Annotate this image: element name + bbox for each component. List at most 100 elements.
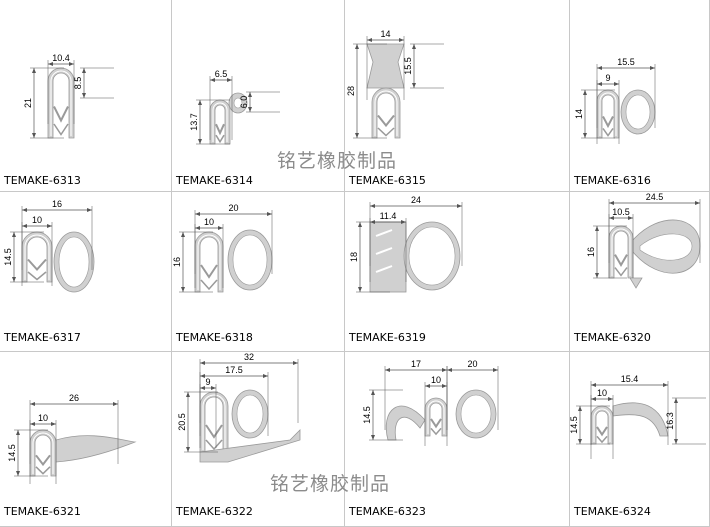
seal-profile [590,405,614,445]
dim-bulb-height-label: 6.0 [239,96,249,109]
dim-height: 16 [172,231,213,293]
dim-height: 14.5 [3,231,44,283]
dim-height-label: 28 [346,86,356,96]
dim-clip-width-label: 10 [38,413,48,423]
product-code: TEMAKE-6315 [349,174,426,187]
dim-width: 32 [199,352,299,423]
dim-width-label: 15.5 [617,57,635,67]
seal-bulb [228,92,248,114]
dim-clip-width: 10 [590,388,614,459]
seal-drawing: 24.510.516 [586,192,701,289]
dim-clip-width: 10 [21,215,53,286]
seal-drawing: 26 10 14.5 [7,393,137,484]
dim-height-label: 16 [586,247,596,257]
seal-bulb [620,89,656,135]
dim-width-right-label: 20 [467,359,477,369]
seal-drawing: 10.4 8.5 21 [23,53,114,139]
seal-drawing: 6.5 13.7 6.0 [189,69,280,145]
dim-bulb-height: 6.0 [239,91,280,113]
product-code: TEMAKE-6323 [349,505,426,518]
dim-width-label: 15.4 [621,374,639,384]
dim-height-label: 14.5 [7,444,17,462]
product-code: TEMAKE-6319 [349,331,426,344]
dim-clip-width: 10 [194,217,224,288]
product-code: TEMAKE-6320 [574,331,651,344]
dim-height-label: 14.5 [3,248,13,266]
seal-profile [424,397,448,437]
dim-height: 16 [586,225,627,279]
dim-height-label: 21 [23,98,33,108]
dim-bulb-height-label: 8.5 [73,77,83,90]
product-code: TEMAKE-6313 [4,174,81,187]
seal-lip [612,402,669,437]
dim-clip-width: 10 [29,413,57,484]
seal-clip-fins [369,221,407,293]
dim-clip-width: 10.5 [608,207,634,278]
seal-profile [199,391,229,453]
dim-clip-width-label: 11.4 [380,211,397,221]
dim-width: 10.4 [47,53,75,124]
dim-height: 20.5 [177,391,218,453]
watermark-top: 铭艺橡胶制品 [277,150,398,172]
seal-drawing: 24 11.4 18 [349,195,463,293]
dim-bulb-width-label: 17.5 [225,365,243,375]
dim-width-right: 20 [446,359,499,430]
product-code: TEMAKE-6316 [574,174,651,187]
dim-width-label: 16 [52,199,62,209]
seal-lip [55,435,137,463]
seal-profile [371,87,401,139]
seal-bulb [455,389,497,439]
dim-width-label: 20 [228,203,238,213]
dim-width-label: 26 [69,393,79,403]
dim-width: 16 [21,199,93,270]
dim-width-label: 24 [411,195,421,205]
dim-clip-width-label: 10 [597,388,607,398]
dim-clip-width-label: 10 [32,215,42,225]
seal-drawing: 16 10 14.5 [3,199,95,293]
dim-height: 14.5 [7,429,48,477]
dim-height-label: 18 [349,252,359,262]
dim-height-label: 14.5 [362,406,372,424]
seal-profile [194,231,224,293]
dim-width-label: 10.4 [52,53,70,63]
seal-profile [21,231,53,283]
seal-bulb [629,219,701,289]
dim-height: 14 [574,89,615,139]
product-code: TEMAKE-6314 [176,174,253,187]
dim-width-label: 6.5 [215,69,228,79]
dim-clip-width-label: 9 [205,377,210,387]
seal-drawing: 17 10 20 14.5 [362,359,499,446]
dim-height: 14.5 [570,405,610,445]
dim-clip-width-label: 10 [204,217,214,227]
dim-width-left-label: 17 [411,359,421,369]
product-code: TEMAKE-6322 [176,505,253,518]
dim-width-label: 14 [380,29,390,39]
dim-height-label: 20.5 [177,413,187,431]
dim-clip-width-label: 10 [431,375,441,385]
seal-bulb [53,231,95,293]
seal-bulb [403,221,461,291]
product-code: TEMAKE-6324 [574,505,651,518]
dim-clip-width-label: 10.5 [612,207,630,217]
product-code: TEMAKE-6318 [176,331,253,344]
dim-bulb-height: 8.5 [73,67,114,99]
seal-top-block [366,43,405,89]
seal-lip [199,429,301,463]
seal-drawing: 20 10 16 [172,203,273,293]
dim-height-label: 14.5 [570,416,579,434]
dim-height-label: 13.7 [189,113,199,131]
dim-height: 14.5 [362,389,403,441]
seal-profile [608,225,634,279]
seal-bulb [231,389,269,439]
